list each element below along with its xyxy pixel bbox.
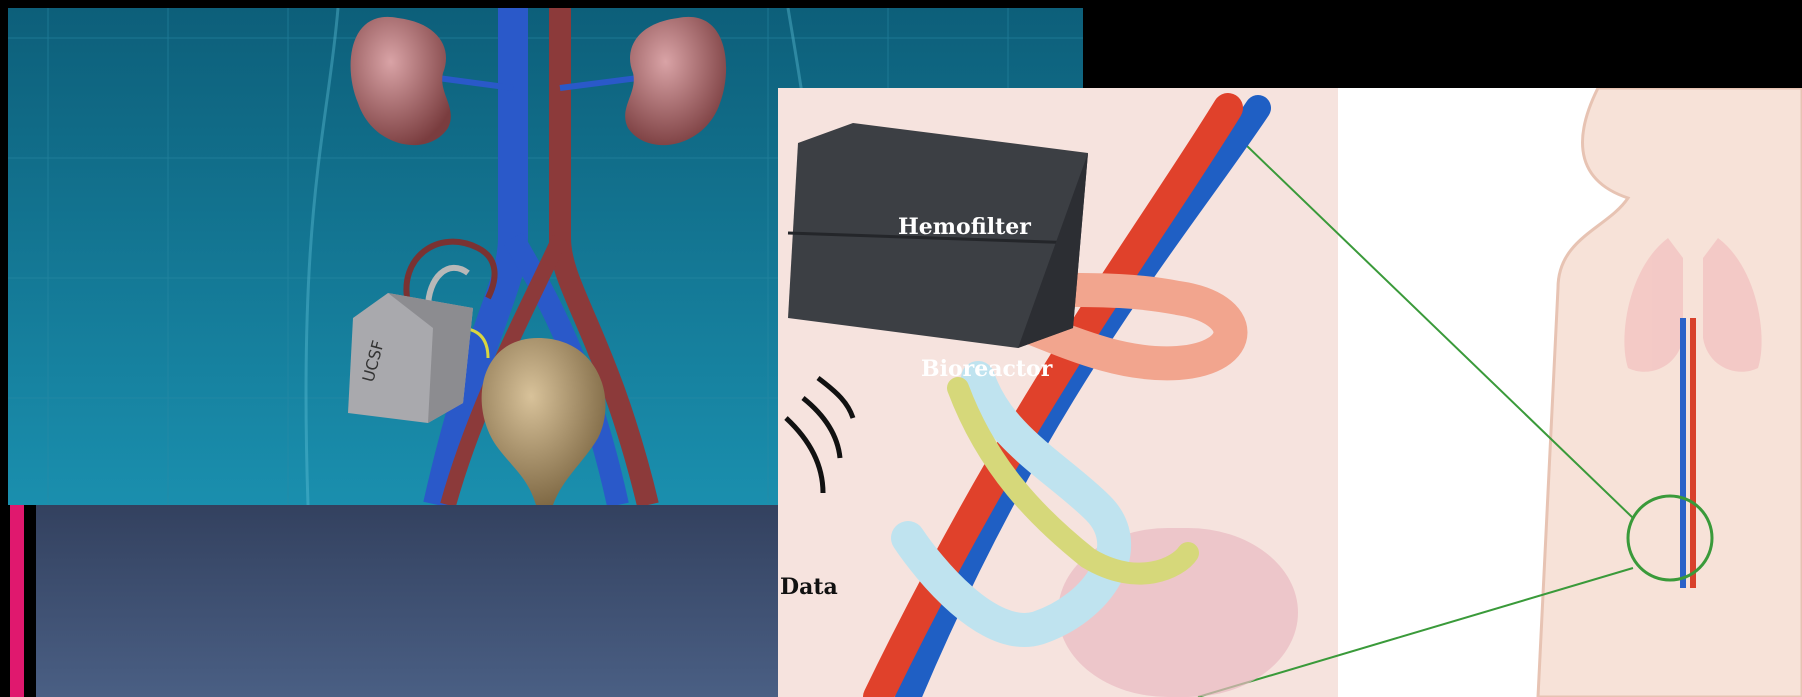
data-label: Data [780,574,838,600]
artificial-kidney-device: UCSF [348,293,473,423]
implant-diagram: Hemofilter Bioreactor Data [778,88,1802,697]
background-panel [36,505,778,697]
accent-bar [10,505,24,697]
hemofilter-label: Hemofilter [898,214,1031,240]
bioreactor-label: Bioreactor [921,356,1052,382]
